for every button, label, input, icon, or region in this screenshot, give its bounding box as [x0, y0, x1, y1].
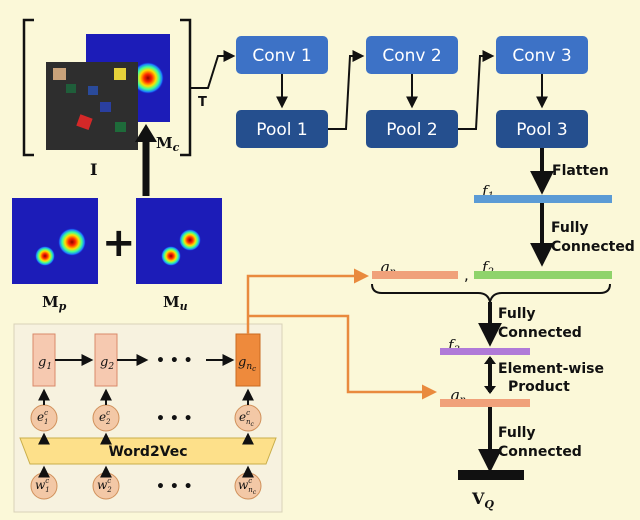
heatmap-mu-blob: [161, 246, 181, 266]
transpose-arrow: [190, 50, 236, 89]
scene-object: [100, 102, 111, 112]
transpose-label: T: [198, 95, 207, 110]
flatten-label: Flatten: [552, 163, 609, 179]
ew-arrow-head-up: [484, 356, 496, 364]
cnn-blocks: Conv 1 Pool 1 Conv 2 Pool 2 Conv 3 Pool …: [236, 36, 588, 148]
g-dots: • • •: [156, 353, 193, 369]
gnc-bar: [372, 271, 458, 279]
gnc-cell: [235, 333, 261, 387]
f2-bar: [474, 271, 612, 279]
conv1-label: Conv 1: [252, 46, 311, 66]
conv3-box: [496, 36, 588, 74]
scene-object: [114, 68, 126, 80]
scene-object: [88, 86, 98, 95]
plus-sign: +: [102, 220, 136, 266]
ew-arrow-head-down: [484, 386, 496, 394]
pool2-conv3-arrow: [458, 50, 495, 130]
pool3-label: Pool 3: [516, 120, 567, 140]
pool1-label: Pool 1: [256, 120, 307, 140]
fc3-label-line2: Connected: [498, 444, 582, 460]
gnc-cell-label: gnc: [238, 355, 256, 373]
fc1-label-line2: Connected: [551, 239, 635, 255]
g2-label: g2: [100, 355, 114, 372]
heatmap-mc-blob: [132, 62, 164, 94]
concat-comma: ,: [464, 266, 469, 284]
output-label: VQ: [471, 489, 494, 511]
gnc-to-product-arrow: [248, 314, 437, 400]
heatmap-mp-blob: [58, 228, 86, 256]
fc3-label-line1: Fully: [498, 425, 536, 441]
input-bracket-group: I Mc: [22, 18, 192, 179]
sum-arrow-head: [135, 124, 157, 142]
concat-brace: [371, 283, 611, 303]
gnc2-bar: [440, 399, 530, 407]
heatmap-mp-blob: [35, 246, 55, 266]
left-bracket: [22, 18, 34, 157]
scene-object: [53, 68, 66, 80]
pool2-box: [366, 110, 458, 148]
f3-bar: [440, 348, 530, 355]
pool3-box: [496, 110, 588, 148]
conv2-box: [366, 36, 458, 74]
fc1-label-line1: Fully: [551, 220, 589, 236]
gnc-to-concat-arrow: [246, 268, 369, 334]
conv1-box: [236, 36, 328, 74]
prior-heatmaps: Mp + Mu: [12, 124, 222, 313]
scene-object: [76, 114, 93, 131]
heatmap-mp-label: Mp: [42, 293, 67, 313]
g1-label: g1: [38, 355, 52, 372]
scene-object: [115, 122, 126, 132]
pool1-conv2-arrow: [328, 50, 365, 130]
pool2-label: Pool 2: [386, 120, 437, 140]
heatmap-mu: [136, 198, 222, 284]
f1-bar: [474, 195, 612, 203]
fc2-label-line1: Fully: [498, 306, 536, 322]
ew-label-line1: Element-wise: [498, 361, 604, 377]
ew-label-line2: Product: [508, 379, 570, 395]
word2vec-label: Word2Vec: [108, 444, 187, 460]
fc2-label-line2: Connected: [498, 325, 582, 341]
conv2-label: Conv 2: [382, 46, 441, 66]
scene-object: [66, 84, 76, 93]
conv3-label: Conv 3: [512, 46, 571, 66]
heatmap-mu-label: Mu: [163, 293, 188, 313]
heatmap-mc-label: Mc: [156, 134, 180, 154]
pool1-box: [236, 110, 328, 148]
output-bar: [458, 470, 524, 480]
right-bracket: [180, 18, 192, 157]
e-dots: • • •: [156, 411, 193, 427]
heatmap-mu-blob: [179, 229, 201, 251]
w-dots: • • •: [156, 479, 193, 495]
word2vec-bar: [19, 437, 277, 465]
image-label: I: [90, 160, 97, 179]
